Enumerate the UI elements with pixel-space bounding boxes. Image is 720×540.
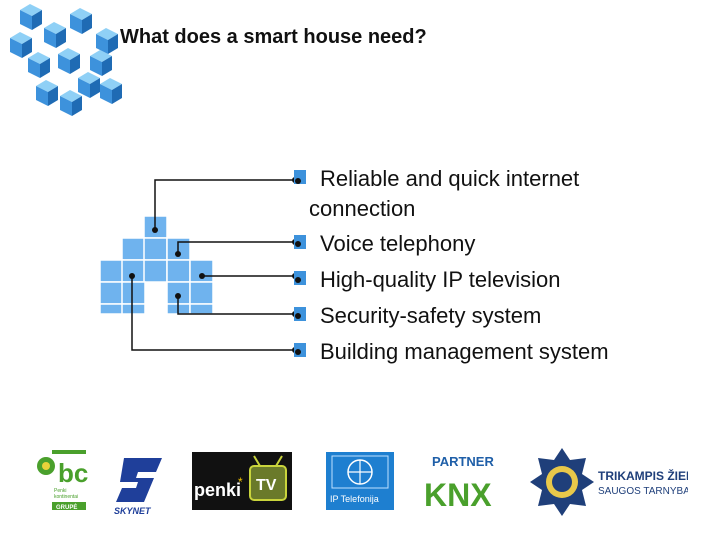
bullet-text: connection [309,196,416,221]
slide-title: What does a smart house need? [120,26,427,48]
svg-text:bc: bc [58,458,88,488]
bullet-item: Reliable and quick internet [294,166,580,191]
penki-kontinentai-line1: Penki [54,488,67,494]
bullet-text: Reliable and quick internet [320,166,580,191]
skynet-logo: SKYNET [114,458,162,516]
bullet-item-continuation: connection [309,198,415,220]
svg-text:*: * [238,475,243,489]
penki-kontinentai-logo: bc Penki kontinentai GRUPĖ [37,450,88,511]
ip-telefonija-logo: IP Telefonija [326,452,394,510]
cube-bullet-icon [294,343,306,357]
ip-telefonija-label: IP Telefonija [330,494,379,504]
tv-badge: TV [256,477,277,494]
bullet-text: Security-safety system [320,303,542,328]
knx-wordmark: KNX [424,477,492,512]
penki-kontinentai-line2: kontinentai [54,494,78,500]
penki-kontinentai-line3: GRUPĖ [56,504,77,511]
house-block-grid [99,215,214,315]
bullet-text: Building management system [320,339,609,364]
connector-lines [131,179,295,351]
penki-brand: penki [194,480,241,500]
bullet-text: Voice telephony [320,231,476,256]
trikampis-line2: SAUGOS TARNYBA [598,486,688,497]
skynet-wordmark: SKYNET [114,506,152,516]
knx-partner-logo: PARTNER KNX [424,454,494,512]
bullet-item: High-quality IP television [294,267,561,292]
cube-bullet-icon [294,235,306,249]
house-connector-diagram [99,177,298,353]
bullet-text: High-quality IP television [320,267,561,292]
bullet-item: Security-safety system [294,303,542,328]
penki-tv-logo: penki * TV [192,452,292,510]
bullet-item: Building management system [294,339,609,364]
cube-bullet-icon [294,170,306,184]
cube-bullet-icon [294,271,306,285]
trikampis-line1: TRIKAMPIS ŽIEDAS [598,468,688,483]
trikampis-ziedas-logo: TRIKAMPIS ŽIEDAS SAUGOS TARNYBA [530,448,688,516]
cube-bullet-icon [294,307,306,321]
knx-partner-arc: PARTNER [432,454,494,469]
bullet-item: Voice telephony [294,231,476,256]
